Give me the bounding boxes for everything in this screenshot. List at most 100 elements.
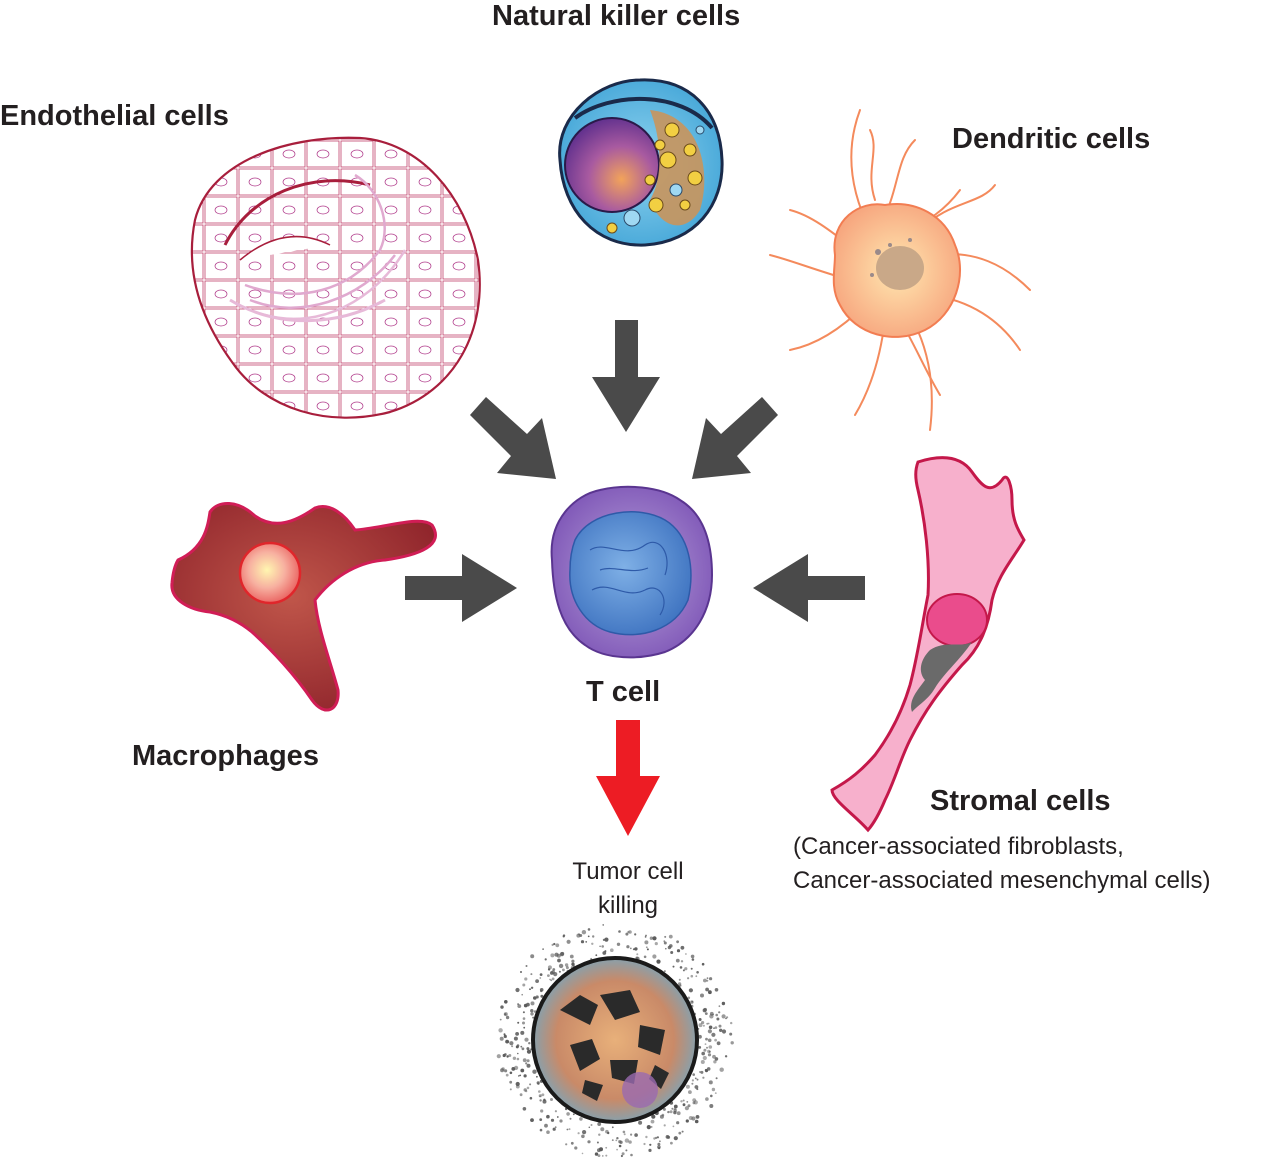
debris-dot (601, 945, 604, 948)
debris-dot (706, 1046, 708, 1049)
debris-dot (504, 1053, 507, 1056)
debris-dot (626, 945, 630, 949)
debris-dot (682, 1103, 686, 1107)
debris-dot (496, 1054, 501, 1059)
debris-dot (730, 1041, 734, 1045)
debris-dot (588, 1126, 591, 1129)
debris-dot (529, 1083, 532, 1086)
stromal-cell-illustration (830, 456, 1026, 833)
label-stromal-cells: Stromal cells (930, 785, 1111, 817)
debris-dot (699, 1071, 701, 1073)
debris-dot (542, 1099, 547, 1104)
debris-dot (602, 924, 604, 926)
debris-dot (706, 977, 709, 980)
debris-dot (664, 935, 667, 938)
debris-dot (516, 1057, 520, 1061)
debris-dot (513, 1036, 518, 1041)
debris-dot (714, 1038, 717, 1042)
debris-dot (550, 953, 555, 958)
debris-dot (655, 1136, 658, 1139)
debris-dot (718, 1024, 722, 1028)
debris-dot (525, 1062, 528, 1065)
debris-dot (714, 1026, 718, 1029)
debris-dot (525, 965, 528, 967)
debris-dot (680, 1100, 683, 1103)
debris-dot (529, 988, 531, 991)
debris-dot (526, 1047, 530, 1051)
debris-dot (607, 1131, 610, 1135)
debris-dot (532, 1016, 535, 1019)
debris-dot (676, 949, 681, 953)
debris-dot (700, 993, 704, 998)
debris-dot (542, 948, 544, 950)
debris-dot (551, 943, 554, 947)
debris-dot (519, 1074, 522, 1077)
debris-dot (618, 930, 621, 933)
debris-dot (535, 979, 539, 983)
arrow-dendritic-to-tcell (692, 397, 778, 479)
debris-dot (629, 947, 632, 950)
debris-dot (541, 1093, 545, 1097)
debris-dot (520, 1068, 525, 1073)
debris-dot (652, 936, 657, 941)
debris-dot (663, 1124, 666, 1127)
debris-dot (627, 930, 630, 934)
debris-dot (569, 1117, 572, 1120)
debris-dot (657, 1142, 661, 1146)
debris-dot (678, 978, 681, 981)
debris-dot (517, 1052, 519, 1055)
debris-dot (650, 1119, 655, 1124)
debris-dot (687, 996, 691, 1000)
debris-dot (632, 948, 635, 951)
debris-dot (562, 968, 565, 972)
macrophage-illustration (170, 502, 437, 712)
debris-dot (646, 948, 649, 951)
debris-dot (694, 1119, 699, 1124)
debris-dot (712, 1054, 716, 1059)
debris-dot (682, 969, 685, 972)
debris-dot (669, 1110, 673, 1114)
debris-dot (706, 979, 709, 982)
debris-dot (708, 1050, 711, 1053)
debris-dot (525, 1090, 528, 1093)
debris-dot (721, 1014, 726, 1019)
debris-dot (616, 1137, 619, 1140)
debris-dot (523, 1003, 528, 1008)
debris-dot (687, 977, 690, 980)
debris-dot (711, 1032, 716, 1037)
debris-dot (690, 1000, 694, 1004)
debris-dot (556, 953, 561, 958)
debris-dot (559, 1119, 563, 1123)
debris-dot (557, 958, 561, 963)
debris-dot (522, 1011, 525, 1014)
debris-dot (703, 1048, 707, 1052)
debris-dot (700, 1060, 705, 1064)
debris-dot (550, 1118, 555, 1122)
endothelial-cell-illustration (190, 136, 481, 419)
debris-dot (512, 1056, 517, 1061)
debris-dot (688, 1090, 692, 1094)
debris-dot (696, 971, 699, 974)
debris-dot (526, 1086, 530, 1090)
debris-dot (702, 1024, 705, 1027)
debris-dot (707, 1029, 713, 1034)
debris-dot (509, 1088, 512, 1091)
debris-dot (597, 1122, 602, 1126)
debris-dot (587, 935, 590, 938)
debris-dot (506, 1055, 509, 1058)
debris-dot (552, 1127, 556, 1131)
debris-dot (630, 1133, 633, 1136)
debris-dot (708, 990, 712, 995)
debris-dot (540, 1109, 544, 1113)
debris-dot (533, 1010, 537, 1013)
debris-dot (604, 937, 609, 942)
debris-dot (682, 1099, 685, 1102)
debris-dot (634, 947, 638, 951)
debris-dot (705, 1037, 708, 1041)
debris-dot (590, 1124, 593, 1126)
debris-dot (582, 1130, 587, 1135)
debris-dot (681, 1130, 684, 1133)
debris-dot (708, 1025, 713, 1030)
debris-dot (576, 933, 581, 938)
